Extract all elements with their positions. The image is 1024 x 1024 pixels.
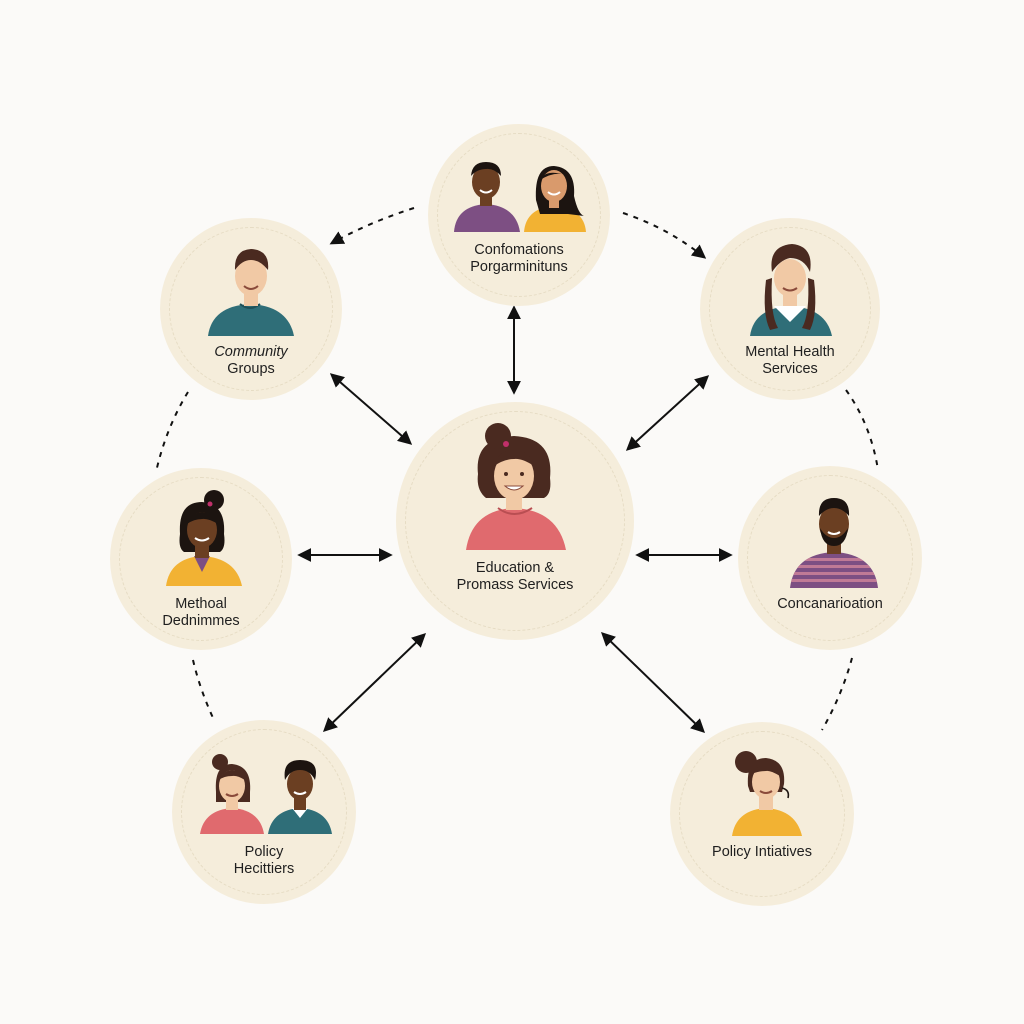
- node-center: Education & Promass Services: [396, 402, 634, 640]
- node-center-label: Education & Promass Services: [396, 560, 634, 594]
- person-icon: [750, 244, 832, 336]
- node-mental-label: Mental Health Services: [700, 344, 880, 378]
- person-icon: [166, 490, 242, 586]
- node-policyh-line2: Hecittiers: [233, 861, 295, 877]
- node-mental-health: Mental Health Services: [700, 218, 880, 400]
- node-top-line2: Porgarminituns: [470, 259, 568, 275]
- node-concanation-label: Concanarioation: [738, 596, 922, 613]
- node-community-groups: Community Groups: [160, 218, 342, 400]
- two-people-icon: [454, 162, 586, 232]
- node-center-line2: Promass Services: [456, 577, 574, 593]
- person-icon: [466, 423, 566, 550]
- node-policy-hecittiers: Policy Hecittiers: [172, 720, 356, 904]
- node-methoal-line1: Methoal: [175, 596, 227, 612]
- dashed-methoal-policyh: [192, 659, 215, 721]
- node-methoal-label: Methoal Dednimmes: [110, 596, 292, 630]
- node-top-label: Confomations Porgarminituns: [428, 242, 610, 276]
- node-policyi-label: Policy Intiatives: [670, 844, 854, 861]
- node-policyh-label: Policy Hecittiers: [172, 844, 356, 878]
- node-community-line1: Community: [214, 344, 288, 360]
- node-policy-initiatives: Policy Intiatives: [670, 722, 854, 906]
- person-icon: [208, 249, 294, 336]
- node-policyh-line1: Policy: [244, 844, 284, 860]
- node-top: Confomations Porgarminituns: [428, 124, 610, 306]
- dashed-concanation-policyi: [821, 657, 853, 731]
- node-center-line1: Education &: [475, 560, 555, 576]
- arrow-policyh-center: [322, 633, 427, 732]
- person-icon: [790, 498, 878, 588]
- two-people-icon: [200, 754, 332, 834]
- node-top-line1: Confomations: [474, 242, 564, 258]
- dashed-community-methoal: [155, 391, 189, 473]
- node-concanation-line1: Concanarioation: [777, 596, 883, 612]
- node-mental-line1: Mental Health: [745, 344, 835, 360]
- dashed-top-mental: [622, 212, 707, 259]
- arrow-mental-center: [625, 375, 710, 451]
- node-community-line2: Groups: [227, 361, 275, 377]
- dashed-mental-concanation: [845, 389, 879, 471]
- node-methoal: Methoal Dednimmes: [110, 468, 292, 650]
- dashed-top-community: [329, 207, 415, 245]
- node-concanation: Concanarioation: [738, 466, 922, 650]
- node-policyi-line1: Policy Intiatives: [712, 844, 812, 860]
- node-methoal-line2: Dednimmes: [162, 613, 240, 629]
- node-community-label: Community Groups: [160, 344, 342, 378]
- node-mental-line2: Services: [762, 361, 818, 377]
- arrow-center-policyi: [600, 632, 706, 733]
- arrow-community-center: [329, 373, 413, 445]
- person-icon: [732, 751, 802, 836]
